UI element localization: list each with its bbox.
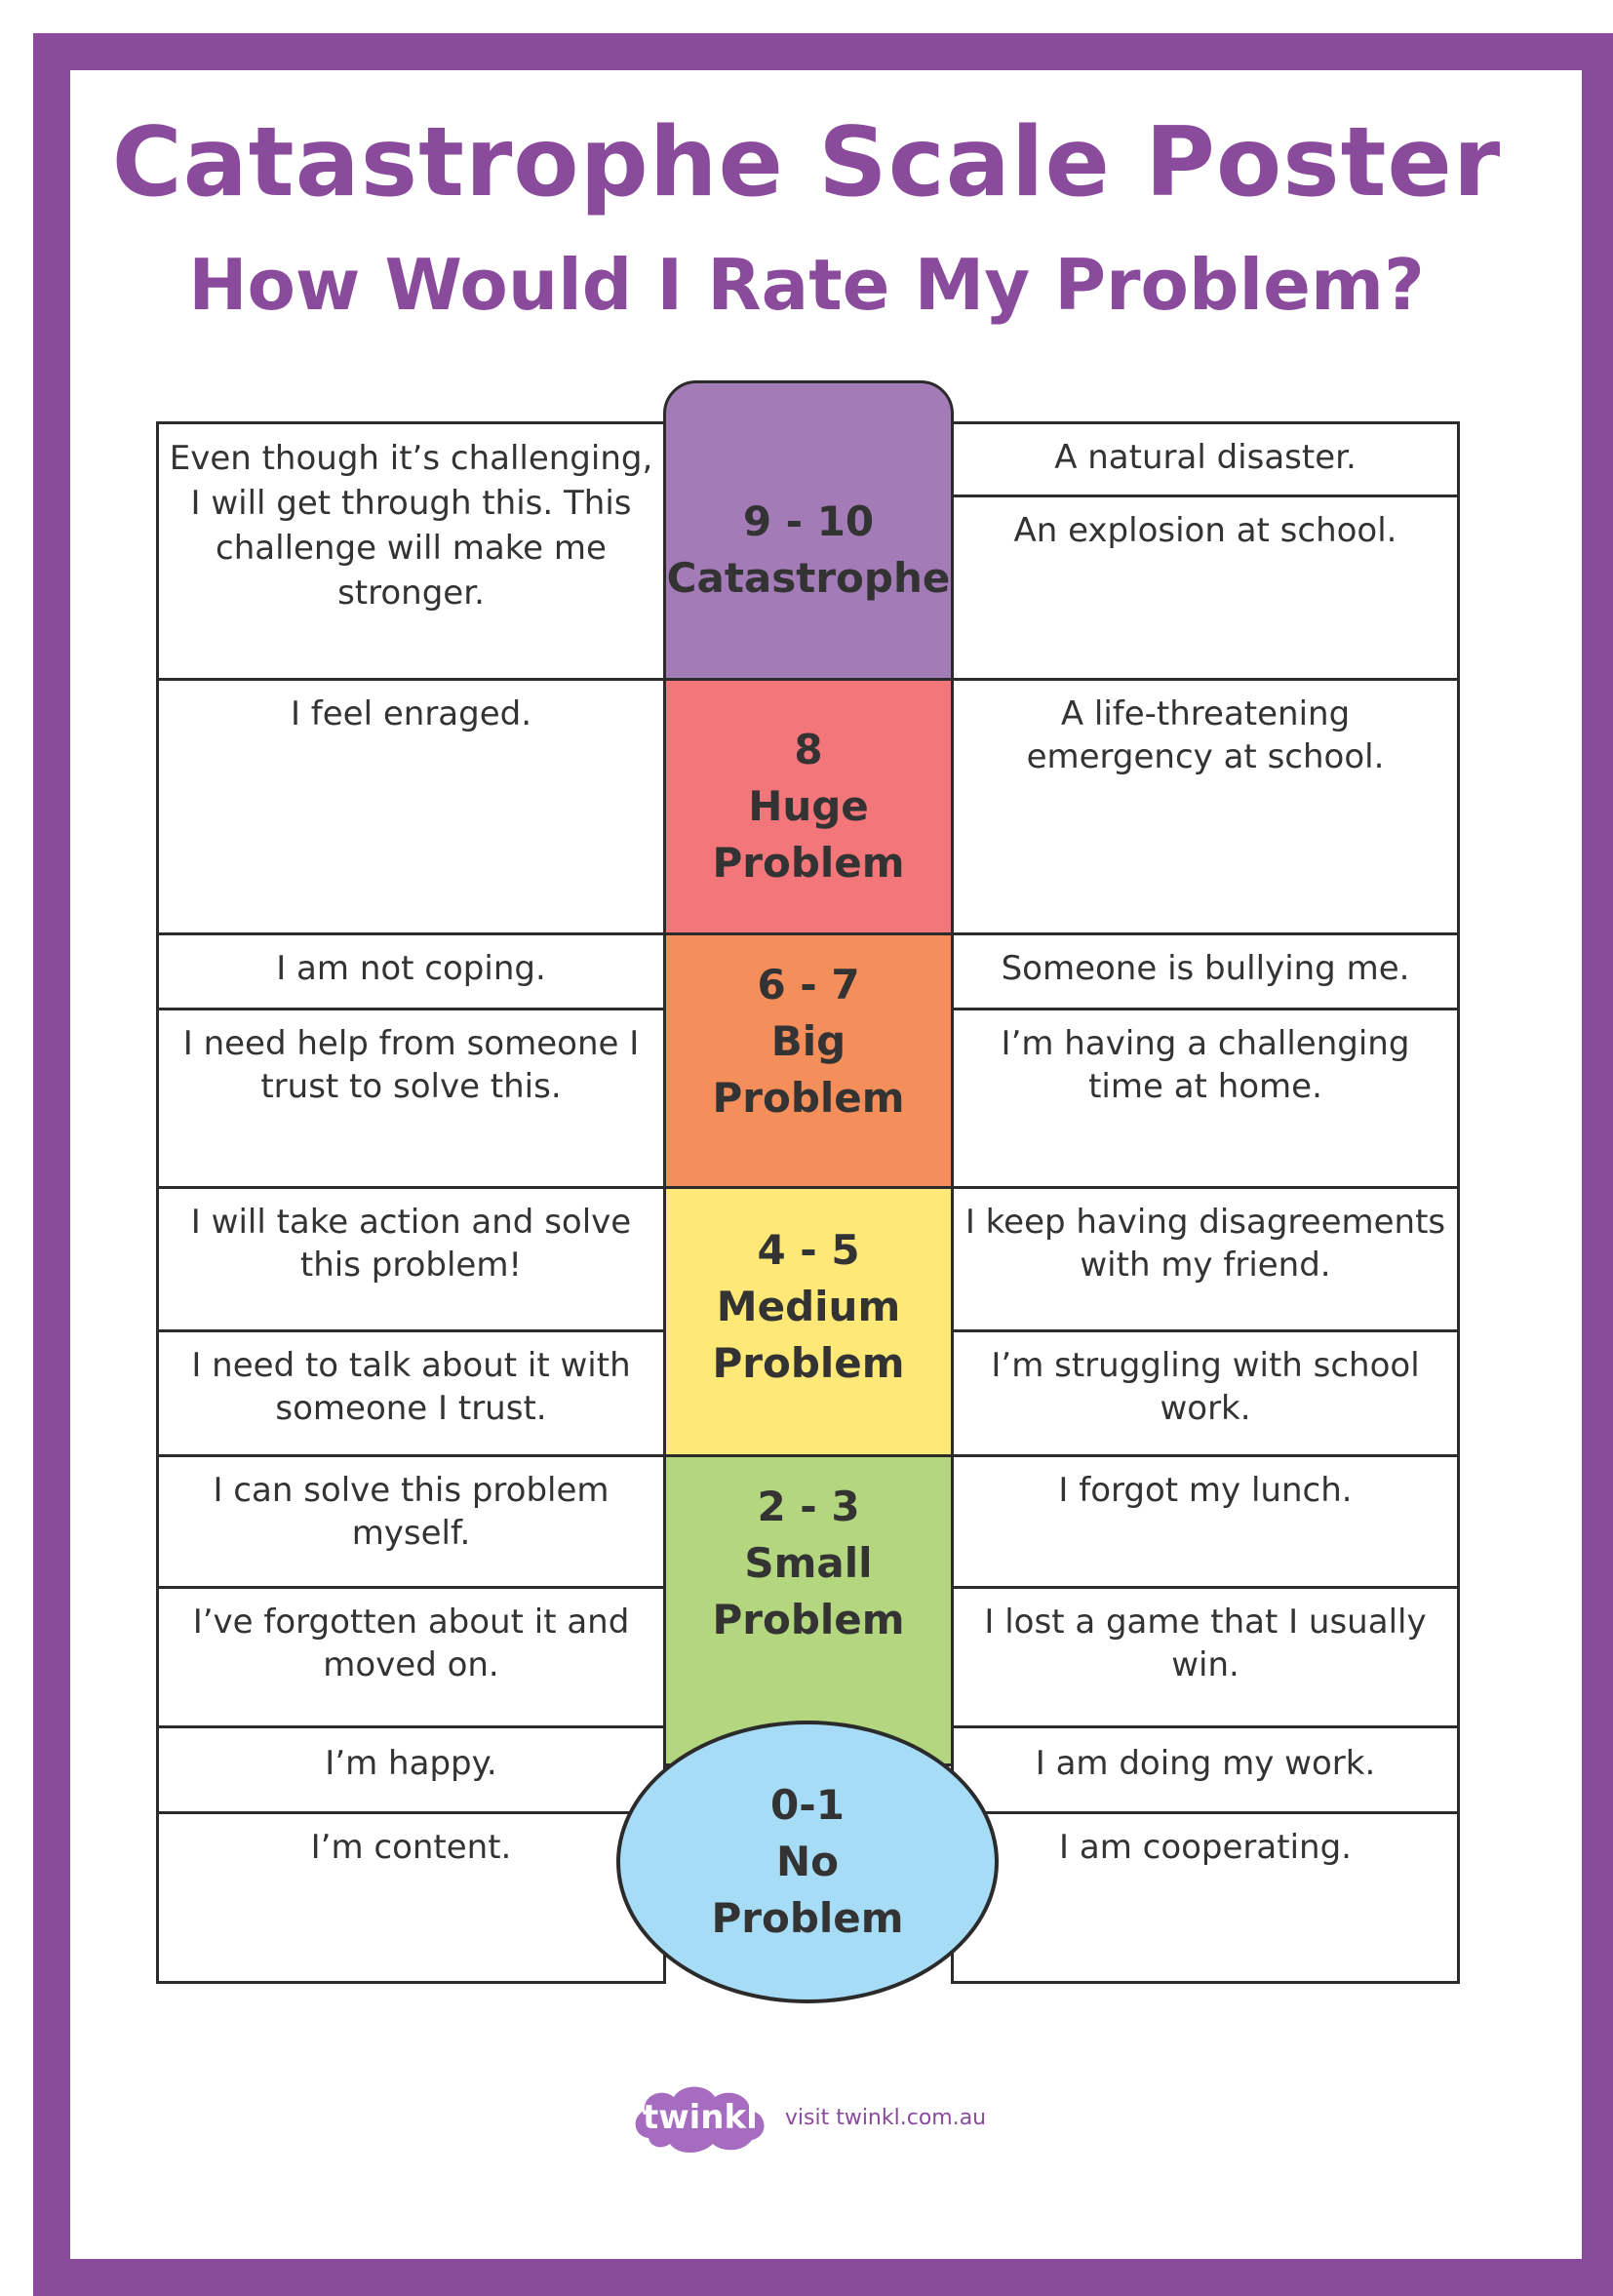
level-2-3: 2 - 3 Small Problem — [663, 1454, 954, 1766]
right-cell: I am doing my work. — [951, 1725, 1460, 1814]
logo-cloud-icon — [635, 2086, 765, 2153]
poster-subtitle: How Would I Rate My Problem? — [188, 244, 1425, 326]
level-label: Medium — [716, 1283, 901, 1330]
level-label: Catastrophe — [666, 554, 951, 602]
left-cell: I need to talk about it with someone I t… — [156, 1329, 666, 1457]
right-cell: A natural disaster. — [951, 421, 1460, 497]
right-cell: I keep having disagreements with my frie… — [951, 1186, 1460, 1332]
level-label: No — [775, 1838, 839, 1885]
level-label: Problem — [712, 1074, 905, 1122]
level-range: 2 - 3 — [757, 1483, 860, 1530]
level-label: Problem — [711, 1894, 904, 1942]
poster-border — [33, 33, 1613, 2296]
level-range: 0-1 — [770, 1781, 845, 1829]
right-cell: I am cooperating. — [951, 1811, 1460, 1984]
left-cell: I’ve forgotten about it and moved on. — [156, 1586, 666, 1728]
logo-text: twinkl — [642, 2098, 758, 2137]
left-cell: I’m happy. — [156, 1725, 666, 1814]
left-cell: I feel enraged. — [156, 678, 666, 935]
level-label: Huge — [748, 782, 869, 830]
right-cell: I lost a game that I usually win. — [951, 1586, 1460, 1728]
level-range: 6 - 7 — [757, 961, 860, 1009]
level-4-5: 4 - 5 Medium Problem — [663, 1186, 954, 1457]
level-0-1: 0-1 No Problem — [616, 1721, 999, 2003]
right-cell: I’m having a challenging time at home. — [951, 1008, 1460, 1189]
poster-title: Catastrophe Scale Poster — [111, 107, 1502, 218]
left-cell: I am not coping. — [156, 932, 666, 1010]
level-6-7: 6 - 7 Big Problem — [663, 932, 954, 1189]
level-label: Big — [770, 1017, 846, 1065]
level-range: 9 - 10 — [742, 497, 875, 545]
left-cell: I will take action and solve this proble… — [156, 1186, 666, 1332]
left-cell: I’m content. — [156, 1811, 666, 1984]
right-cell: I’m struggling with school work. — [951, 1329, 1460, 1457]
level-label: Problem — [712, 1596, 905, 1643]
level-range: 8 — [794, 726, 823, 773]
twinkl-logo[interactable]: twinkl — [627, 2078, 773, 2157]
visit-link[interactable]: visit twinkl.com.au — [784, 2105, 987, 2130]
right-cell: An explosion at school. — [951, 495, 1460, 681]
footer: twinkl visit twinkl.com.au — [0, 2078, 1613, 2157]
left-cell: I can solve this problem myself. — [156, 1454, 666, 1589]
level-8: 8 Huge Problem — [663, 678, 954, 935]
right-cell: A life-threatening emergency at school. — [951, 678, 1460, 935]
level-9-10: 9 - 10 Catastrophe — [663, 380, 954, 681]
left-cell: I need help from someone I trust to solv… — [156, 1008, 666, 1189]
right-cell: Someone is bullying me. — [951, 932, 1460, 1010]
level-range: 4 - 5 — [757, 1226, 860, 1274]
level-label: Problem — [712, 839, 905, 887]
right-cell: I forgot my lunch. — [951, 1454, 1460, 1589]
level-label: Small — [744, 1539, 873, 1587]
level-label: Problem — [712, 1339, 905, 1387]
left-cell: Even though it’s challenging, I will get… — [156, 421, 666, 681]
